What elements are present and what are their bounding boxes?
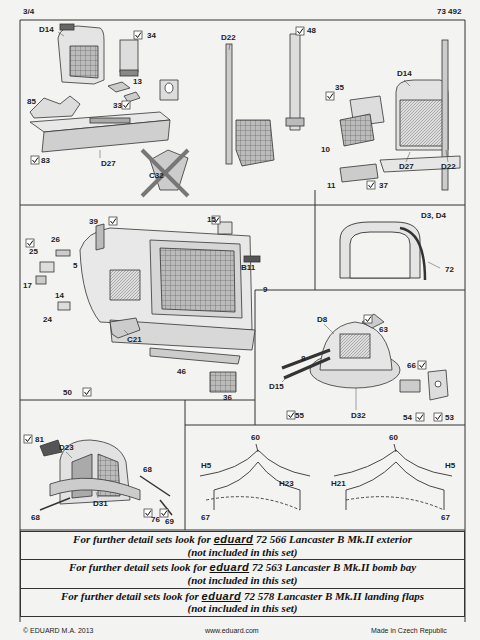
brand-logo: eduard [210,561,250,573]
footer-note: © EDUARD M.A. 2013 [22,627,95,634]
callout-number: 11 [326,182,336,190]
note-text: (not included in this set) [187,546,297,558]
callout-number: 24 [42,316,53,324]
callout-number: H5 [200,462,212,470]
callout-number: 69 [164,518,175,526]
callout-number: 76 [150,516,161,524]
callout-number: 60 [250,434,261,442]
callout-number: 60 [388,434,399,442]
callout-number: 50 [62,389,73,397]
callout-number: 25 [28,248,39,256]
callout-number: D22 [440,163,457,171]
callout-number: 35 [334,84,345,92]
seat-d31 [40,440,172,515]
note-text: 72 563 Lancaster B Mk.II bomb bay [252,561,416,573]
callout-number: 26 [50,236,61,244]
brand-logo: eduard [202,590,242,602]
note-box: For further detail sets look for eduard … [20,588,465,617]
footer-note: Made in Czech Republic [370,627,448,634]
callout-number: 17 [22,282,33,290]
callout-number: 46 [176,368,187,376]
callout-number: D14 [396,70,413,78]
brand-logo: eduard [214,533,254,545]
note-text: For further detail sets look for [73,533,211,545]
callout-number: 9 [262,286,268,294]
note-text: (not included in this set) [187,602,297,614]
callout-number: 48 [306,27,317,35]
callout-number: 63 [378,326,389,334]
callout-number: 72 [444,266,455,274]
callout-number: D8 [316,316,328,324]
note-text: (not included in this set) [187,574,297,586]
callout-number: D3, D4 [420,212,447,220]
callout-number: 66 [406,362,417,370]
callout-number: D32 [350,412,367,420]
seat-assembly [30,24,188,196]
callout-number: H21 [330,480,347,488]
note-box: For further detail sets look for eduard … [20,559,465,588]
callout-number: D22 [220,34,237,42]
callout-number: 55 [294,412,305,420]
seat-d14-installed [340,40,460,190]
callout-number: 67 [200,514,211,522]
panel-borders [20,20,465,622]
callout-number: 10 [320,146,331,154]
callout-number: D31 [92,500,109,508]
callout-number: 13 [132,78,143,86]
callout-number: D27 [100,160,117,168]
callout-number: 14 [54,292,65,300]
callout-number: B11 [240,264,256,272]
callout-number: D14 [38,26,55,34]
callout-number: 5 [72,262,78,270]
callout-number: 68 [142,466,153,474]
flap-parts [200,444,452,510]
callout-number: 81 [34,436,45,444]
callout-number: 8 [300,355,306,363]
callout-number: 68 [30,514,41,522]
callout-number: 34 [146,32,157,40]
callout-number: 83 [40,157,51,165]
note-text: For further detail sets look for [69,561,207,573]
check-icons [24,27,442,517]
turret-d8 [282,314,448,400]
note-text: 72 566 Lancaster B Mk.II exterior [256,533,412,545]
page-number: 3/4 [22,8,35,16]
callout-number: 33 [112,102,123,110]
footer-note: www.eduard.com [204,627,260,634]
note-text: 72 578 Lancaster B Mk.II landing flaps [244,590,424,602]
callout-number: H5 [444,462,456,470]
callout-number: 15 [206,216,217,224]
callout-number: 39 [88,218,99,226]
callout-number: H23 [278,480,295,488]
note-box: For further detail sets look for eduard … [20,531,465,560]
callout-number: C21 [126,336,143,344]
fuselage-wall [36,222,260,392]
callout-number: D23 [58,444,75,452]
note-text: For further detail sets look for [61,590,199,602]
seat-d22 [226,34,304,166]
callout-number: 54 [402,414,413,422]
callout-number: D27 [398,163,415,171]
callout-number: D15 [268,383,285,391]
callout-number: 37 [378,182,389,190]
callout-number: 67 [440,514,451,522]
page-number: 73 492 [436,8,462,16]
callout-number: 85 [26,98,37,106]
callout-number: 36 [222,394,233,402]
callout-number: 53 [444,414,455,422]
callout-number: C32 [148,172,165,180]
cover-d3-d4 [340,222,425,280]
leader-lines [58,32,448,498]
